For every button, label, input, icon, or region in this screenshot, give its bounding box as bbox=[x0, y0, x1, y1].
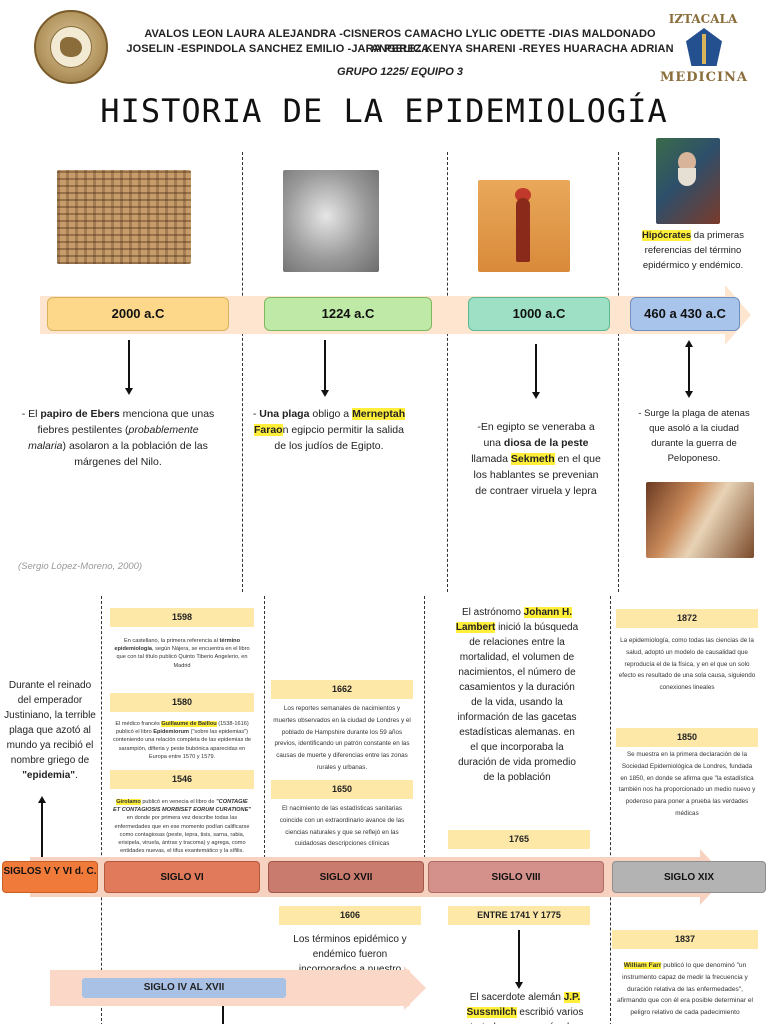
arrow-down-icon bbox=[684, 391, 693, 398]
arrow-down-icon bbox=[320, 390, 329, 397]
text-1837: William Farr publicó lo que denominó "un… bbox=[617, 962, 753, 1017]
column-divider bbox=[264, 596, 265, 858]
event-text-2000ac: - El papiro de Ebers menciona que unas f… bbox=[21, 408, 215, 468]
siglo-xix-label: SIGLO XIX bbox=[612, 861, 766, 893]
pharaoh-relief-image bbox=[283, 170, 379, 272]
siglo-iv-xvii-label: SIGLO IV AL XVII bbox=[82, 978, 286, 998]
connector-line bbox=[41, 803, 43, 859]
arrow-up-icon bbox=[684, 340, 693, 347]
logo-word-bottom: MEDICINA bbox=[659, 70, 749, 85]
date-box-1650: 1650 bbox=[271, 780, 413, 799]
sekmeth-goddess-image bbox=[478, 180, 570, 272]
siglo-vi-label: SIGLO VI bbox=[104, 861, 260, 893]
unam-logo bbox=[34, 10, 108, 84]
column-divider bbox=[242, 152, 243, 592]
siglo-xvii-label: SIGLO XVII bbox=[268, 861, 424, 893]
column-divider bbox=[101, 596, 102, 1024]
hippocrates-name: Hipócrates bbox=[642, 230, 692, 241]
column-divider bbox=[447, 152, 448, 592]
date-pill-460ac: 460 a 430 a.C bbox=[630, 297, 740, 331]
event-text-460ac: - Surge la plaga de atenas que asoló a l… bbox=[638, 408, 750, 464]
siglo-v-vi-label: SIGLOS V Y VI d. C. bbox=[2, 861, 98, 893]
date-box-1606: 1606 bbox=[279, 906, 421, 925]
page-title: HISTORIA DE LA EPIDEMIOLOGÍA bbox=[100, 92, 668, 130]
caduceus-icon bbox=[686, 28, 722, 66]
connector-line bbox=[535, 344, 537, 392]
connector-line bbox=[324, 340, 326, 390]
logo-word-top: IZTACALA bbox=[668, 12, 738, 26]
date-box-1837: 1837 bbox=[612, 930, 758, 949]
event-text-1000ac: -En egipto se veneraba a una diosa de la… bbox=[471, 421, 601, 497]
column-divider bbox=[424, 596, 425, 858]
date-box-1741-1775: ENTRE 1741 Y 1775 bbox=[448, 906, 590, 925]
date-box-1662: 1662 bbox=[271, 680, 413, 699]
text-1580: El médico francés Guillaume de Baillou (… bbox=[112, 721, 252, 760]
hippocrates-text: Hipócrates da primeras referencias del t… bbox=[642, 230, 744, 271]
event-text-1224ac: - Una plaga obligo a Merneptah Faraon eg… bbox=[252, 408, 406, 452]
citation: (Sergio López-Moreno, 2000) bbox=[18, 561, 143, 572]
column-divider bbox=[610, 596, 611, 1024]
arrow-down-icon bbox=[531, 392, 540, 399]
lambert-text: El astrónomo Johann H. Lambert inició la… bbox=[455, 607, 579, 783]
date-box-1872: 1872 bbox=[616, 609, 758, 628]
date-pill-1000ac: 1000 a.C bbox=[468, 297, 610, 331]
text-1662: Los reportes semanales de nacimientos y … bbox=[273, 705, 411, 771]
date-box-1850: 1850 bbox=[616, 728, 758, 747]
group-label: GRUPO 1225/ EQUIPO 3 bbox=[337, 66, 463, 78]
connector-line bbox=[518, 930, 520, 982]
date-box-1546: 1546 bbox=[110, 770, 254, 789]
text-1872: La epidemiología, como todas las ciencia… bbox=[618, 637, 756, 692]
date-box-1598: 1598 bbox=[110, 608, 254, 627]
connector-line bbox=[222, 1006, 224, 1024]
text-1850: Se muestra en la primera declaración de … bbox=[618, 751, 756, 817]
authors-line-1: AVALOS LEON LAURA ALEJANDRA -CISNEROS CA… bbox=[144, 28, 656, 55]
column-divider bbox=[618, 152, 619, 592]
arrow-down-icon bbox=[514, 982, 523, 989]
arrow-up-icon bbox=[37, 796, 46, 803]
athens-plague-painting-image bbox=[646, 482, 754, 558]
text-1650: El nacimiento de las estadísticas sanita… bbox=[279, 805, 405, 848]
ebers-papyrus-image bbox=[57, 170, 191, 264]
connector-line bbox=[128, 340, 130, 388]
justinian-text: Durante el reinado del emperador Justini… bbox=[4, 680, 96, 781]
siglo-viii-label: SIGLO VIII bbox=[428, 861, 604, 893]
text-1598: En castellano, la primera referencia al … bbox=[114, 638, 250, 669]
hippocrates-portrait-image bbox=[656, 138, 720, 224]
iztacala-medicina-logo: IZTACALA MEDICINA bbox=[658, 10, 750, 90]
authors-line-2: JOSELIN -ESPINDOLA SANCHEZ EMILIO -JARA … bbox=[126, 43, 674, 55]
siglo-iv-xvii-arrow-head bbox=[404, 966, 426, 1010]
arrow-down-icon bbox=[124, 388, 133, 395]
date-pill-2000ac: 2000 a.C bbox=[47, 297, 229, 331]
date-box-1765: 1765 bbox=[448, 830, 590, 849]
text-1546: Girolamo publicó en venecia el libro de … bbox=[113, 799, 251, 855]
text-1741-1775: El sacerdote alemán J.P. Sussmilch escri… bbox=[466, 992, 584, 1024]
date-box-1580: 1580 bbox=[110, 693, 254, 712]
connector-line bbox=[688, 347, 690, 391]
date-pill-1224ac: 1224 a.C bbox=[264, 297, 432, 331]
